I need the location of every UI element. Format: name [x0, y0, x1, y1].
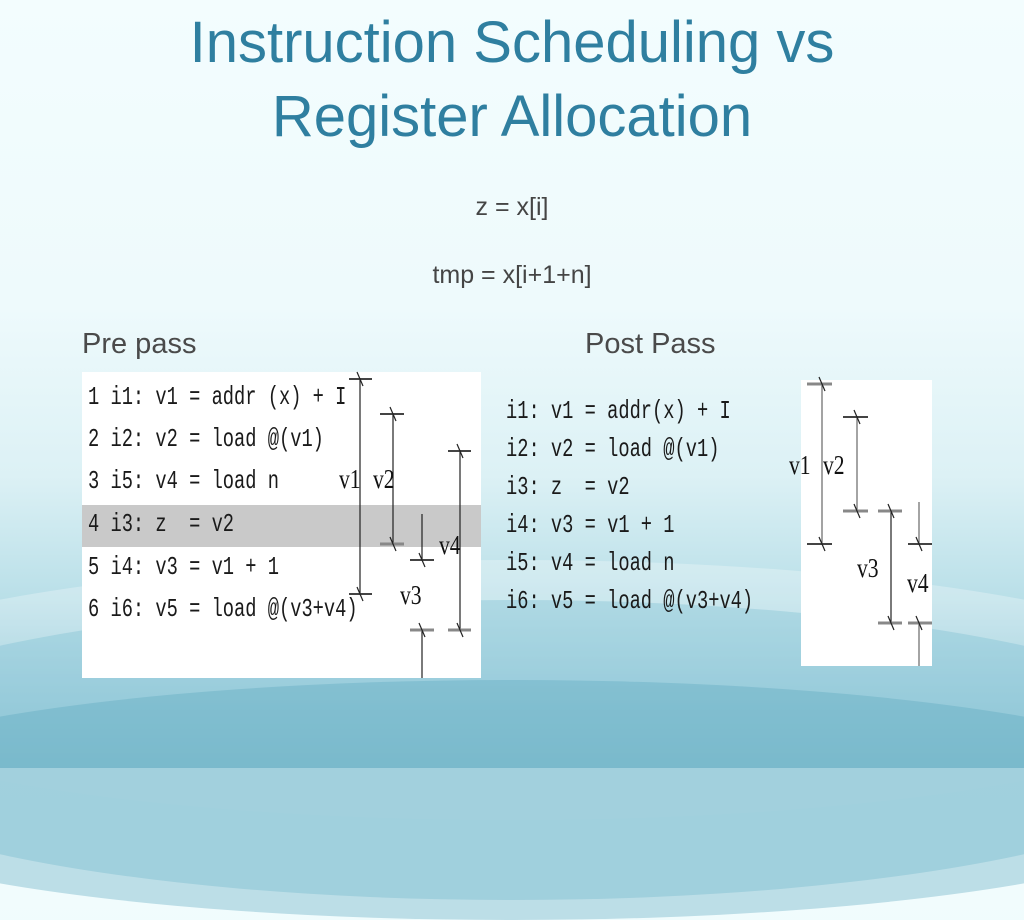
code-line: 2 i2: v2 = load @(v1) — [88, 424, 324, 454]
code-line: i1: v1 = addr(x) + I — [506, 396, 731, 426]
lifetime-label-v4: v4 — [439, 530, 461, 560]
pre-pass-label: Pre pass — [82, 328, 197, 360]
title-line-2: Register Allocation — [271, 84, 753, 149]
lifetime-label-v2: v2 — [373, 464, 395, 494]
code-line: 5 i4: v3 = v1 + 1 — [88, 552, 279, 582]
code-line: i3: z = v2 — [506, 472, 630, 502]
code-line: i2: v2 = load @(v1) — [506, 434, 720, 464]
lifetime-label-v3: v3 — [400, 580, 422, 610]
lifetime-label-v4: v4 — [907, 568, 929, 598]
lifetime-label-v2: v2 — [823, 450, 845, 480]
title-line-1: Instruction Scheduling vs — [189, 10, 835, 75]
pre-pass-code: 1 i1: v1 = addr (x) + I 2 i2: v2 = load … — [88, 382, 358, 624]
expression-tmp: tmp = x[i+1+n] — [432, 261, 592, 289]
background-swoosh — [0, 680, 1024, 920]
code-line: i4: v3 = v1 + 1 — [506, 510, 675, 540]
lifetime-label-v1: v1 — [339, 464, 361, 494]
post-pass-code: i1: v1 = addr(x) + I i2: v2 = load @(v1)… — [506, 396, 753, 616]
pre-pass-figure: 1 i1: v1 = addr (x) + I 2 i2: v2 = load … — [82, 371, 481, 678]
code-line: i5: v4 = load n — [506, 548, 675, 578]
highlighted-row — [82, 505, 481, 547]
expression-z: z = x[i] — [475, 193, 549, 221]
code-line: 1 i1: v1 = addr (x) + I — [88, 382, 347, 412]
code-line-highlighted: 4 i3: z = v2 — [88, 509, 235, 539]
pre-pass-lifetime-diagram — [349, 371, 471, 678]
slide-title: Instruction Scheduling vs Register Alloc… — [0, 6, 1024, 154]
lifetime-label-v1: v1 — [789, 450, 811, 480]
post-pass-lifetime-diagram: v1 v2 v3 v4 — [789, 376, 932, 666]
lifetime-label-v3: v3 — [857, 553, 879, 583]
code-line: 6 i6: v5 = load @(v3+v4) — [88, 594, 358, 624]
code-line: i6: v5 = load @(v3+v4) — [506, 586, 754, 616]
post-pass-label: Post Pass — [585, 328, 716, 360]
code-line: 3 i5: v4 = load n — [88, 466, 279, 496]
